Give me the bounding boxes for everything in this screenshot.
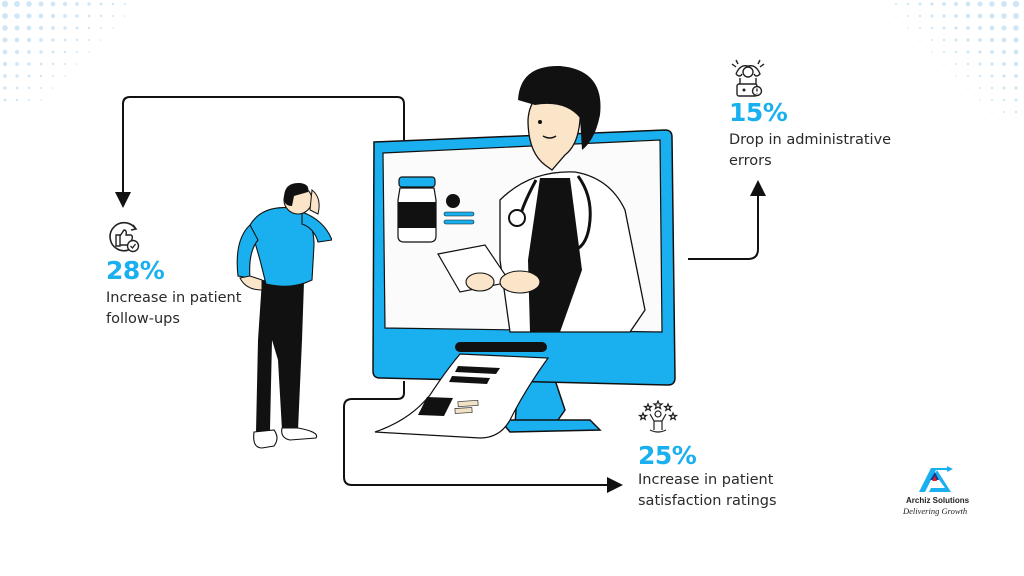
logo-company-name: Archiz Solutions [906,496,970,505]
stat-label-satisfaction-line2: satisfaction ratings [638,493,777,509]
dot-pattern-top-left [0,0,140,110]
person-stars-icon [638,400,678,434]
stat-label-followups-line2: follow-ups [106,311,180,327]
stat-label-satisfaction-line1: Increase in patient [638,472,774,488]
arrow-to-satisfaction [343,381,623,493]
arrow-to-errors [688,180,766,260]
stressed-person-laptop-icon [728,58,768,100]
archiz-logo-icon [917,466,957,494]
stat-value-followups: 28% [106,256,165,285]
dot-pattern-top-right [890,0,1024,130]
arrow-to-followups [115,96,405,208]
stat-value-satisfaction: 25% [638,441,697,470]
stat-label-errors-line2: errors [729,153,772,169]
stat-label-followups-line1: Increase in patient [106,290,242,306]
worried-patient-illustration [236,182,332,449]
thumbs-up-cycle-icon [106,220,142,256]
stat-label-errors-line1: Drop in administrative [729,132,892,148]
telehealth-monitor-illustration [372,65,676,439]
logo-tagline: Delivering Growth [903,506,968,516]
stat-value-errors: 15% [729,98,788,127]
